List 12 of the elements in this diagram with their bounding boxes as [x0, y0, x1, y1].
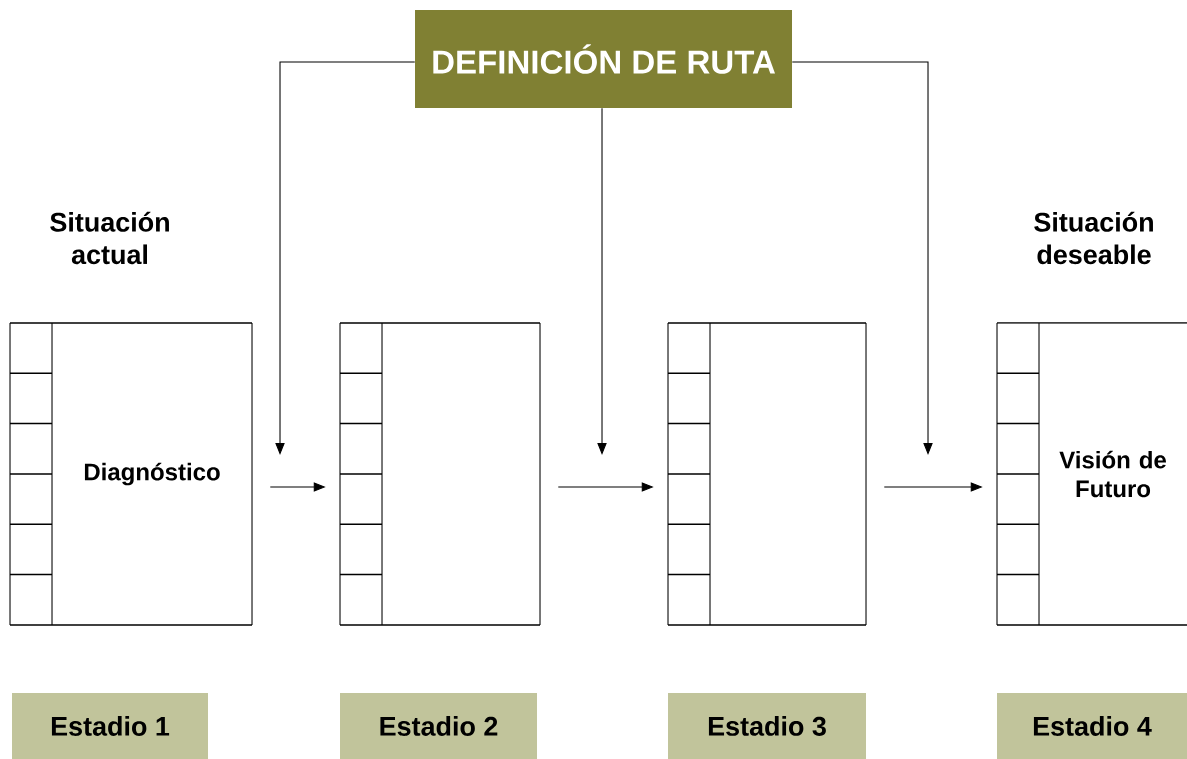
arrow	[275, 61, 416, 455]
arrow	[791, 61, 933, 455]
stage-box	[339, 322, 541, 626]
stage-box: Situación deseable Visión de Futuro	[996, 211, 1187, 626]
title-box: DEFINICIÓN DE RUTA	[415, 10, 792, 108]
stage-label: Estadio 3	[668, 693, 866, 759]
stage-label: Estadio 2	[340, 693, 537, 759]
stage-box	[667, 322, 867, 626]
stage-label: Estadio 1	[12, 693, 208, 759]
stage-label: Estadio 4	[997, 693, 1187, 759]
stage-box: Situación actual Diagnóstico	[9, 211, 253, 626]
arrow	[597, 107, 607, 455]
